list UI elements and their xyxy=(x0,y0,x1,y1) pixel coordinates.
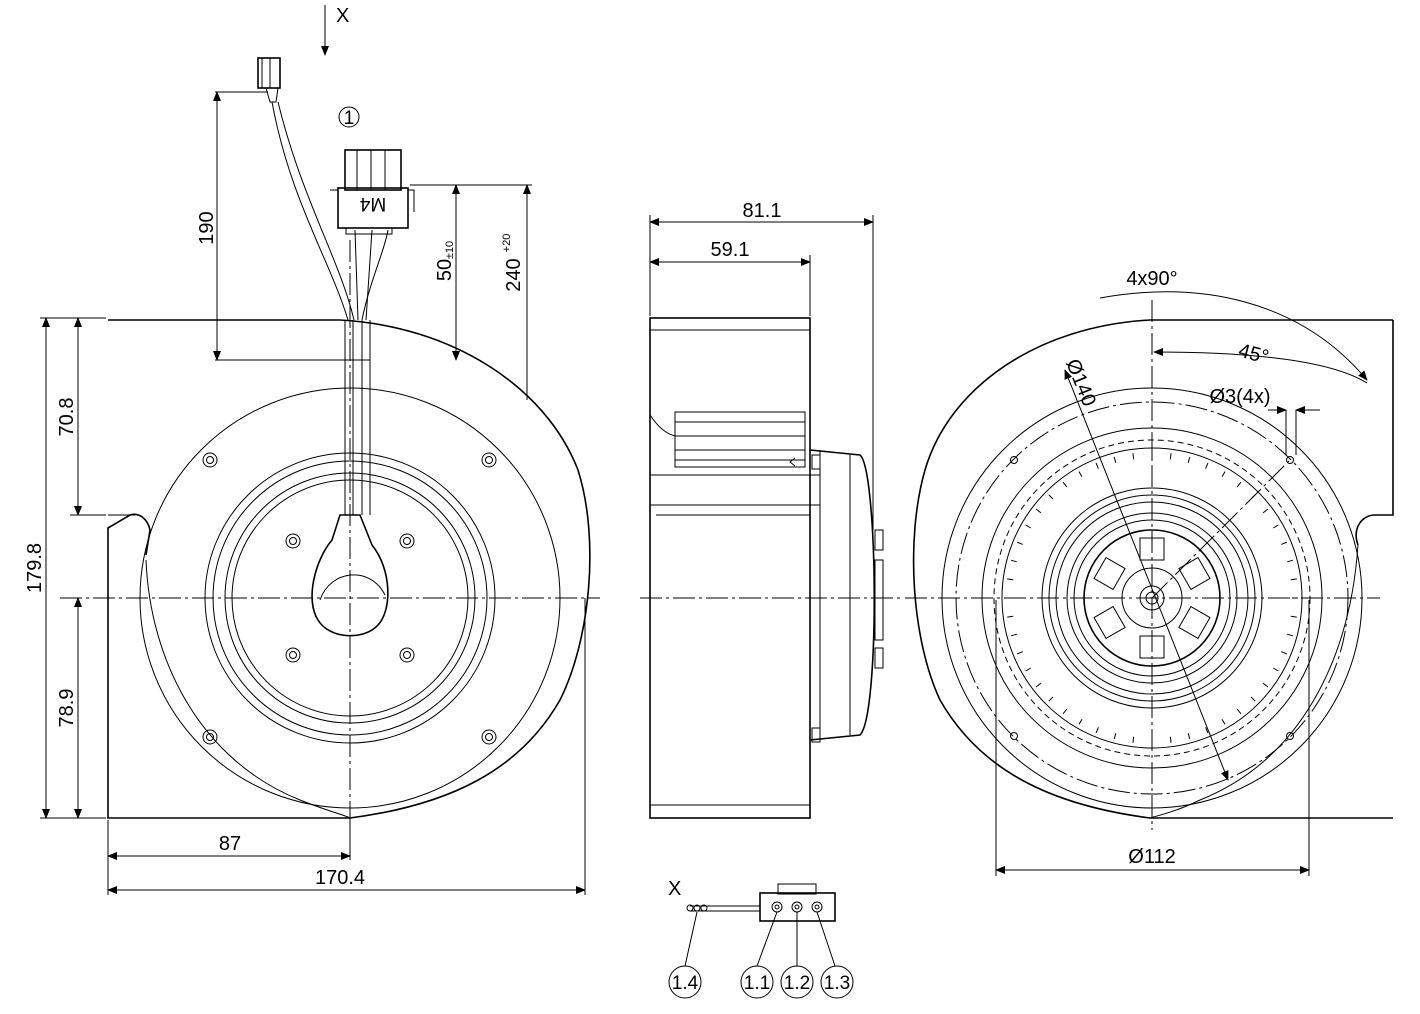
blade-tick xyxy=(1272,667,1279,672)
blade-tick xyxy=(1281,541,1288,545)
dim-81-1: 81.1 xyxy=(743,200,782,222)
connector-mark: M4 xyxy=(359,193,386,214)
blade-tick xyxy=(1095,462,1099,469)
blade-tick xyxy=(1205,727,1209,734)
blade-tick xyxy=(1078,471,1083,478)
blade-tick xyxy=(1095,727,1099,734)
dim-240: 240 xyxy=(503,258,525,291)
blade-tick xyxy=(1132,736,1135,743)
callout-1-1: 1.1 xyxy=(744,973,770,994)
dim-59-1: 59.1 xyxy=(711,239,750,261)
blade-tick xyxy=(1007,578,1014,581)
rear-housing-outline xyxy=(912,319,1394,819)
rear-blade-ticks xyxy=(1006,452,1298,744)
dim-4x90: 4x90° xyxy=(1126,268,1177,290)
blade-tick xyxy=(1221,718,1226,725)
dim-112: Ø112 xyxy=(1128,846,1175,868)
callout-1-4: 1.4 xyxy=(672,973,699,994)
blade-tick xyxy=(1236,481,1242,488)
blade-tick xyxy=(1025,524,1032,529)
blade-tick xyxy=(1169,736,1172,743)
blade-tick xyxy=(1250,494,1256,500)
blade-tick xyxy=(1287,633,1294,637)
blade-tick xyxy=(1016,541,1023,545)
blade-tick xyxy=(1187,733,1191,740)
blade-tick xyxy=(1132,453,1135,460)
callout-1-3: 1.3 xyxy=(824,973,850,994)
blade-tick xyxy=(1062,708,1068,715)
blade-tick xyxy=(1262,682,1269,688)
callout-1-2: 1.2 xyxy=(784,973,810,994)
dim-hole: Ø3(4x) xyxy=(1209,386,1270,408)
mount-holes xyxy=(1010,456,1294,740)
dim-190: 190 xyxy=(196,211,218,244)
dim-240-tol: +20 xyxy=(501,234,513,253)
front-screws xyxy=(202,452,497,745)
blade-tick xyxy=(1169,453,1172,460)
blade-tick xyxy=(1272,524,1279,529)
blade-tick xyxy=(1290,615,1297,618)
blade-tick xyxy=(1290,578,1297,581)
blade-tick xyxy=(1113,733,1117,740)
blade-tick xyxy=(1048,494,1054,500)
dim-70-8: 70.8 xyxy=(56,398,78,437)
side-view: 81.1 59.1 xyxy=(640,200,900,819)
front-view: M4 1 X 190 50 ±10 240 +20 70.8 179.8 xyxy=(24,5,600,895)
connector-1: M4 xyxy=(330,149,415,235)
dim-179-8: 179.8 xyxy=(24,543,46,593)
blade-tick xyxy=(1010,633,1017,637)
dim-170-4: 170.4 xyxy=(315,867,365,889)
blade-tick xyxy=(1062,481,1068,488)
blade-tick xyxy=(1035,508,1042,514)
blade-tick xyxy=(1250,696,1256,702)
callout-1: 1 xyxy=(344,108,355,129)
connector-detail-x: X 1.4 1.1 1.2 1.3 xyxy=(668,878,854,999)
blade-tick xyxy=(1113,456,1117,463)
dim-78-9: 78.9 xyxy=(56,689,78,728)
blade-tick xyxy=(1281,651,1288,655)
blade-tick xyxy=(1007,615,1014,618)
blade-tick xyxy=(1010,559,1017,563)
blade-tick xyxy=(1048,696,1054,702)
blade-tick xyxy=(1025,667,1032,672)
front-housing-outline xyxy=(107,319,591,819)
blade-tick xyxy=(1035,682,1042,688)
blade-tick xyxy=(1287,559,1294,563)
detail-x-label: X xyxy=(668,878,681,900)
view-x-label: X xyxy=(336,5,349,27)
dim-87: 87 xyxy=(219,833,241,855)
blade-tick xyxy=(1205,462,1209,469)
blade-tick xyxy=(1187,456,1191,463)
blade-tick xyxy=(1221,471,1226,478)
rear-view: 4x90° 45° Ø3(4x) Ø140 Ø112 xyxy=(905,268,1394,876)
blade-tick xyxy=(1236,708,1242,715)
dim-50-tol: ±10 xyxy=(444,241,456,259)
blade-tick xyxy=(1016,651,1023,655)
blade-tick xyxy=(1078,718,1083,725)
dim-45: 45° xyxy=(1236,340,1271,369)
dim-140: Ø140 xyxy=(1061,356,1100,410)
dim-50: 50 xyxy=(434,259,456,281)
blade-tick xyxy=(1262,508,1269,514)
